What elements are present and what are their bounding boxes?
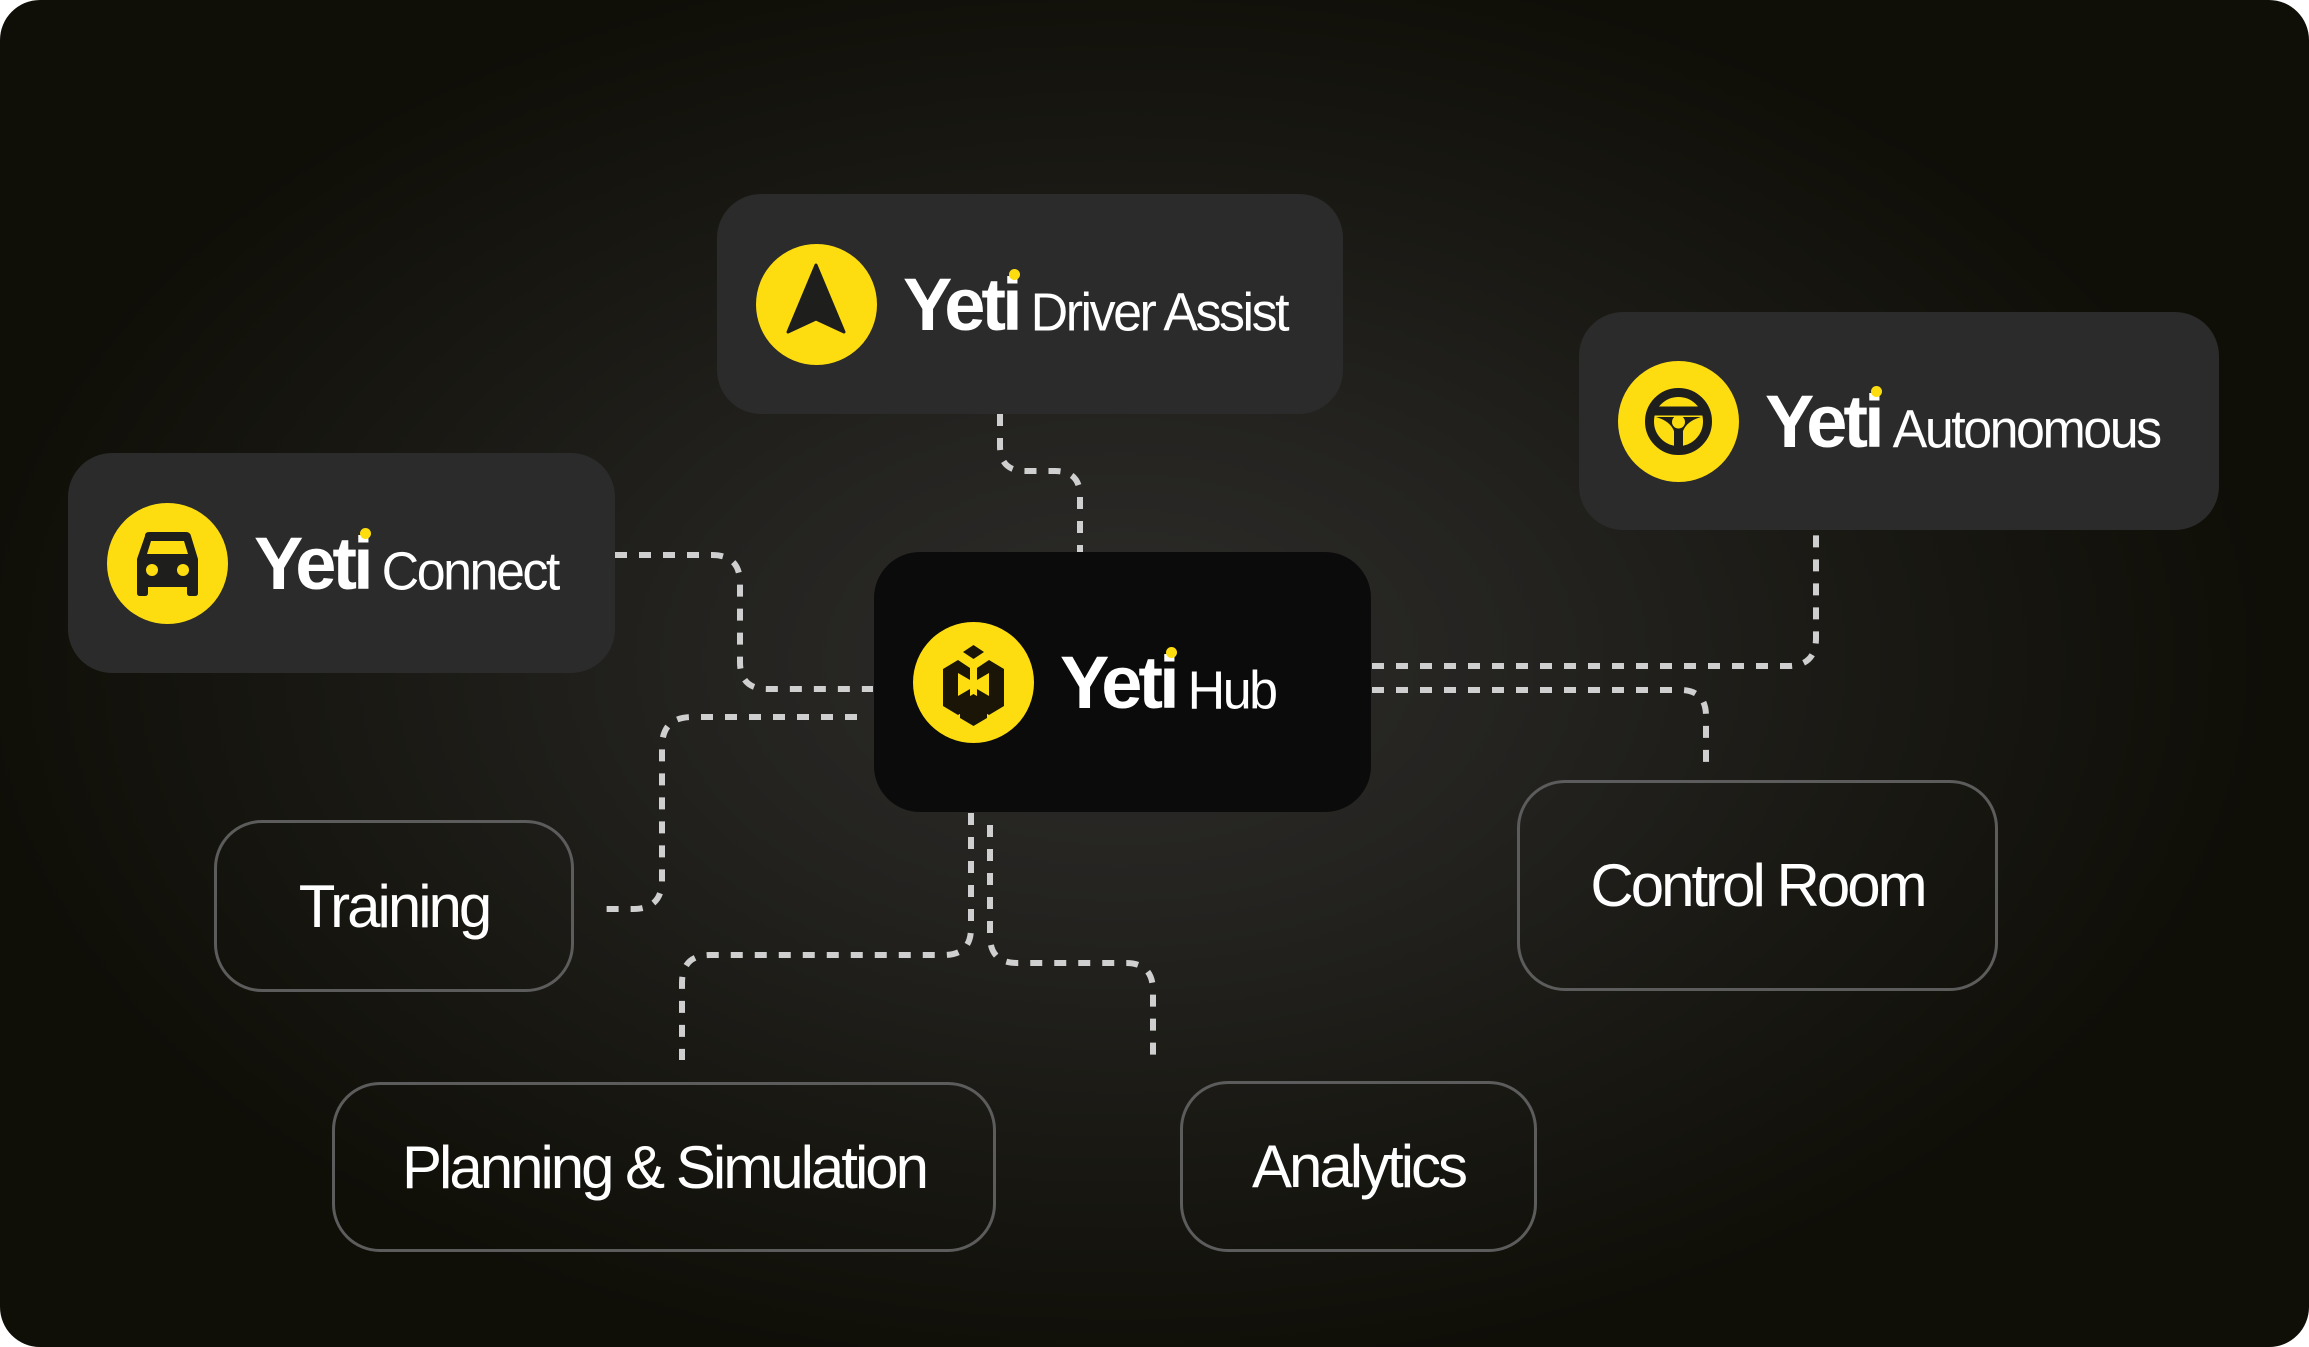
product-card-connect[interactable]: Yeti Connect: [68, 453, 615, 673]
connector-control-room: [1372, 687, 1709, 764]
product-name-connect: Yeti Connect: [254, 521, 561, 606]
hub-card[interactable]: Yeti Hub: [874, 552, 1371, 812]
connector-analytics: [987, 825, 1156, 1060]
brand-wordmark: Yeti: [903, 262, 1023, 346]
brand-wordmark: Yeti: [1765, 379, 1885, 463]
product-label: Driver Assist: [1030, 282, 1290, 343]
brand-wordmark: Yeti: [254, 521, 374, 605]
module-label: Control Room: [1590, 852, 1927, 919]
module-card-analytics[interactable]: Analytics: [1180, 1081, 1537, 1252]
connector-planning-simulation: [679, 813, 974, 1060]
connector-driver-assist: [997, 414, 1083, 552]
module-card-control-room[interactable]: Control Room: [1517, 780, 1998, 991]
product-card-autonomous[interactable]: Yeti Autonomous: [1579, 312, 2219, 530]
connector-autonomous: [1372, 531, 1819, 669]
connector-training: [597, 714, 857, 912]
hub-label: Hub: [1187, 660, 1278, 721]
module-label: Analytics: [1251, 1133, 1468, 1200]
product-label: Connect: [381, 541, 561, 602]
module-card-training[interactable]: Training: [214, 820, 574, 992]
module-card-planning-simulation[interactable]: Planning & Simulation: [332, 1082, 996, 1252]
steering-wheel-icon: [1618, 360, 1739, 482]
brand-dot: [1008, 268, 1020, 280]
product-name-autonomous: Yeti Autonomous: [1765, 379, 2162, 464]
brand-dot: [359, 527, 371, 539]
car-icon: [107, 502, 228, 624]
product-name-driver-assist: Yeti Driver Assist: [903, 262, 1290, 347]
brand-wordmark: Yeti: [1060, 640, 1180, 724]
product-card-driver-assist[interactable]: Yeti Driver Assist: [717, 194, 1343, 414]
yeti-hub-logo-icon: [913, 621, 1034, 743]
module-label: Planning & Simulation: [401, 1133, 929, 1201]
hub-name: Yeti Hub: [1060, 640, 1278, 725]
product-label: Autonomous: [1892, 399, 2162, 460]
brand-dot: [1870, 385, 1882, 397]
module-label: Training: [298, 872, 493, 940]
navigation-arrow-icon: [756, 243, 877, 365]
connector-connect: [615, 552, 873, 692]
brand-dot: [1165, 646, 1177, 658]
